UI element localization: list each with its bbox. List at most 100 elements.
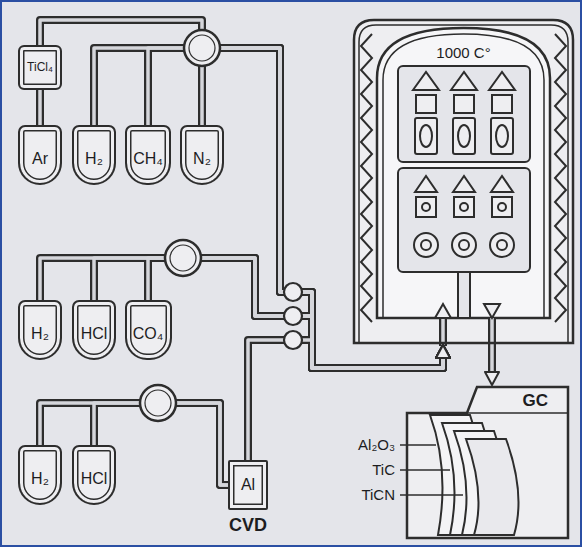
cvd-furnace: 1000 C° [352,18,575,345]
flow-arrowhead [485,372,499,385]
insert-hole [496,125,508,147]
gas-cylinder: H₂ [18,300,62,360]
gas-pipe [148,48,443,368]
square-insert [492,197,512,217]
insert-hole [497,240,507,250]
gas-pipe-core [38,90,42,125]
node-text: H₂ [31,325,49,343]
node-outline [352,18,575,345]
layer-label: TiCN [361,486,395,503]
rect-insert [491,118,513,154]
leader-line [400,494,463,496]
node-text: HCl [81,470,108,488]
insert-hole [498,203,506,211]
triangle-insert [451,72,477,90]
gas-cylinder: HCl [72,445,116,505]
node-outline-line [407,387,568,538]
flow-arrowhead [436,345,450,358]
gas-cylinder: CO₄ [125,300,172,360]
triangle-insert [491,176,513,192]
rect-insert [453,118,475,154]
node-text: CH₄ [133,150,163,168]
node-text: 1000 C° [436,44,490,61]
flow-arrowhead [436,345,450,358]
gas-cylinder: H₂ [18,445,62,505]
gas-pipe [248,340,443,460]
valve [284,307,302,325]
pipe-arrowheads [436,345,499,385]
node-text: TiCl₄ [27,61,53,75]
gas-pipe [488,345,496,375]
insert-hole [421,240,431,250]
gas-mixer [140,385,176,421]
gas-pipe-core [490,345,494,375]
gas-mixer-ring [189,35,215,61]
gas-pipe [94,48,443,368]
square-insert [454,95,474,113]
insert-rack [398,66,530,162]
chamber-wall [383,34,544,318]
round-insert [414,233,438,257]
furnace-body [354,20,573,343]
gas-pipe [94,258,443,368]
gas-mixer [184,30,220,66]
node-text: HCl [81,325,108,343]
insert-hole [460,203,468,211]
pipe-outlines [40,20,492,485]
square-insert [492,95,512,113]
heating-coil [361,34,372,322]
layer-label: TiC [372,461,395,478]
node-outline-line [467,412,568,414]
insert-hole [459,240,469,250]
coating-drawing [400,387,568,538]
gas-pipe-core [148,48,443,368]
square-insert [416,197,436,217]
precursor-vessel: TiCl₄ [18,45,62,90]
heating-coil [555,34,566,322]
node-text: H₂ [85,150,103,168]
flow-arrowhead [436,345,450,358]
triangle-insert [413,72,439,90]
gas-pipe-core [202,48,443,368]
insert-hole [458,125,470,147]
gas-pipe [40,403,228,485]
flow-arrowhead [436,345,450,358]
rect-insert [415,118,437,154]
gas-pipe [36,90,44,125]
gas-cylinder: H₂ [72,125,116,185]
gas-cylinder: N₂ [180,125,224,185]
node-outline-line [354,20,573,343]
node-text: H₂ [31,470,49,488]
substrate-sheet [466,439,519,535]
node-outline-line [359,25,568,343]
gas-pipe-core [40,258,443,368]
pipe-cores [40,20,492,485]
gas-mixer [165,240,201,276]
node-text: Al [241,476,255,494]
rack-stand [458,272,470,318]
label-holder: TiC [372,461,395,478]
square-insert [416,95,436,113]
node-text: N₂ [193,150,211,168]
gas-pipe [40,20,443,368]
layer-label: Al₂O₃ [358,436,395,453]
square-insert [454,197,474,217]
cartridge-body [407,387,568,538]
gas-pipe [202,48,443,368]
gas-pipe [40,258,443,368]
insert-rack [398,168,530,272]
gas-cylinder: HCl [72,300,116,360]
reaction-chamber [377,28,550,318]
gas-pipe-core [94,48,443,368]
flow-arrowhead [436,345,450,358]
label-holder: CVD [188,515,308,536]
node-text: Ar [32,150,48,168]
triangle-insert [489,72,515,90]
round-insert [490,233,514,257]
coated-insert-cartridge: GC [405,385,570,540]
insert-hole [422,203,430,211]
gas-mixers [140,30,302,421]
gas-cylinder: Ar [18,125,62,185]
aluminum-source: Al [228,460,268,510]
